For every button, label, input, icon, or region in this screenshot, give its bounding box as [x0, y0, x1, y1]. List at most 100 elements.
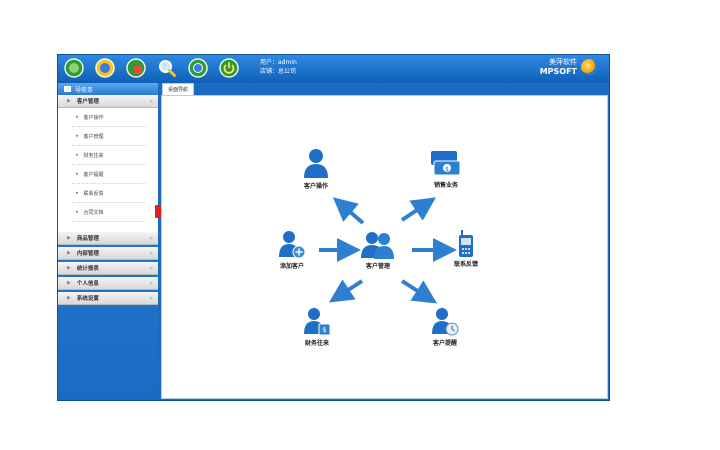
search-icon[interactable] [157, 58, 177, 78]
power-icon[interactable] [219, 58, 239, 78]
divider [72, 145, 146, 146]
sidebar-header: 导航条 [58, 83, 158, 95]
group-label: 内部管理 [76, 251, 99, 257]
settings-icon[interactable] [126, 58, 146, 78]
sidebar-item-finance[interactable]: ▸ 财务往来 [58, 146, 158, 164]
sidebar: 导航条 ▶ 客户管理 » ▸ 客户操作 ▸ 客户管理 ▸ 财务往来 [58, 83, 158, 400]
node-customer-ops[interactable]: 客户操作 [301, 148, 331, 190]
tab-desktop-nav[interactable]: 桌面导航 [162, 83, 195, 95]
sidebar-group-personal[interactable]: ▶ 个人信息 » [58, 277, 158, 290]
divider [72, 126, 146, 127]
bullet-icon: ▸ [76, 114, 79, 120]
item-label: 客户管理 [83, 133, 104, 140]
chevron-icon: » [149, 294, 153, 302]
sidebar-title: 导航条 [75, 86, 94, 94]
expand-arrow-icon: ▶ [67, 235, 71, 241]
arrow-to-reminder [400, 279, 438, 304]
node-add-customer[interactable]: 添加客户 [277, 230, 307, 270]
sidebar-item-reminder[interactable]: ▸ 客户提醒 [58, 165, 158, 183]
desktop-nav-panel: 客户操作 $ 销售业务 添加客户 [161, 95, 608, 399]
top-toolbar: 用户：admin 店铺：总公司 美萍软件 MPSOFT [58, 55, 609, 83]
globe-icon[interactable] [64, 58, 84, 78]
user-icon [304, 149, 328, 178]
node-feedback[interactable]: 联系反馈 [454, 230, 478, 268]
group-label: 商品管理 [76, 236, 99, 242]
expand-arrow-icon: ▶ [67, 295, 71, 301]
node-label: 联系反馈 [454, 261, 479, 268]
divider [72, 183, 146, 184]
chevron-icon: » [149, 249, 153, 257]
node-label: 销售业务 [433, 182, 458, 189]
bullet-icon: ▸ [76, 209, 79, 215]
chevron-icon: » [149, 234, 153, 242]
arrow-to-sales [400, 197, 436, 222]
group-label: 客户管理 [76, 99, 99, 105]
shop-label: 店铺：总公司 [260, 68, 297, 75]
chevron-icon: » [149, 279, 153, 287]
node-finance[interactable]: $ 财务往来 [302, 307, 332, 347]
item-label: 客户操作 [83, 114, 104, 121]
group-label: 系统设置 [76, 296, 99, 302]
item-label: 财务往来 [83, 152, 104, 159]
node-customer-management[interactable]: 客户管理 [360, 230, 396, 270]
flow-arrows [319, 197, 457, 304]
arrow-to-finance [328, 279, 364, 303]
svg-text:$: $ [445, 166, 449, 173]
sidebar-collapse-handle[interactable] [155, 205, 161, 218]
expand-arrow-icon: ▶ [67, 265, 71, 271]
home-icon[interactable] [95, 58, 115, 78]
brand-en: MPSOFT [539, 67, 577, 76]
node-label: 客户提醒 [432, 340, 457, 347]
sidebar-item-customer-ops[interactable]: ▸ 客户操作 [58, 108, 158, 126]
expand-arrow-icon: ▶ [67, 280, 71, 286]
node-sales[interactable]: $ 销售业务 [429, 149, 463, 189]
user-label: 用户：admin [260, 59, 297, 66]
user-info: 用户：admin 店铺：总公司 [260, 58, 297, 76]
divider [72, 202, 146, 203]
bullet-icon: ▸ [76, 133, 79, 139]
nav-icon [64, 86, 71, 92]
group-label: 统计报表 [76, 266, 99, 272]
app-window: 用户：admin 店铺：总公司 美萍软件 MPSOFT 导航条 ▶ 客户管理 »… [57, 54, 610, 401]
sidebar-item-customer-mgmt[interactable]: ▸ 客户管理 [58, 127, 158, 145]
node-label: 客户管理 [365, 263, 390, 270]
chevron-icon: » [149, 97, 153, 105]
brand: 美萍软件 MPSOFT [540, 58, 577, 76]
tab-strip: 桌面导航 [161, 83, 609, 95]
brand-logo-icon [581, 59, 597, 75]
node-reminder[interactable]: 客户提醒 [430, 307, 460, 347]
expand-arrow-icon: ▶ [67, 98, 71, 104]
phone-icon [459, 230, 473, 257]
svg-text:$: $ [322, 326, 326, 334]
bullet-icon: ▸ [76, 171, 79, 177]
item-label: 客户提醒 [83, 171, 104, 178]
finance-user-icon: $ [304, 308, 331, 336]
users-icon [361, 232, 394, 259]
help-icon[interactable] [188, 58, 208, 78]
item-label: 合同文档 [83, 209, 104, 216]
submenu: ▸ 客户操作 ▸ 客户管理 ▸ 财务往来 ▸ 客户提醒 ▸ 联系反馈 [58, 108, 158, 232]
node-label: 添加客户 [279, 263, 304, 270]
node-label: 财务往来 [304, 340, 329, 347]
bullet-icon: ▸ [76, 152, 79, 158]
group-label: 个人信息 [76, 281, 99, 287]
reminder-user-icon [432, 308, 459, 336]
divider [72, 221, 146, 222]
money-icon: $ [431, 151, 461, 176]
divider [72, 164, 146, 165]
sidebar-item-feedback[interactable]: ▸ 联系反馈 [58, 184, 158, 202]
sidebar-group-customer[interactable]: ▶ 客户管理 » [58, 95, 158, 108]
sidebar-group-internal[interactable]: ▶ 内部管理 » [58, 247, 158, 260]
bullet-icon: ▸ [76, 190, 79, 196]
tab-label: 桌面导航 [168, 87, 189, 93]
sidebar-group-system[interactable]: ▶ 系统设置 » [58, 292, 158, 305]
chevron-icon: » [149, 264, 153, 272]
add-user-icon [279, 231, 306, 259]
brand-cn: 美萍软件 [549, 58, 577, 66]
expand-arrow-icon: ▶ [67, 250, 71, 256]
sidebar-item-contracts[interactable]: ▸ 合同文档 [58, 203, 158, 221]
arrow-to-customer-ops [332, 197, 365, 225]
sidebar-group-reports[interactable]: ▶ 统计报表 » [58, 262, 158, 275]
sidebar-group-goods[interactable]: ▶ 商品管理 » [58, 232, 158, 245]
node-label: 客户操作 [303, 183, 328, 190]
